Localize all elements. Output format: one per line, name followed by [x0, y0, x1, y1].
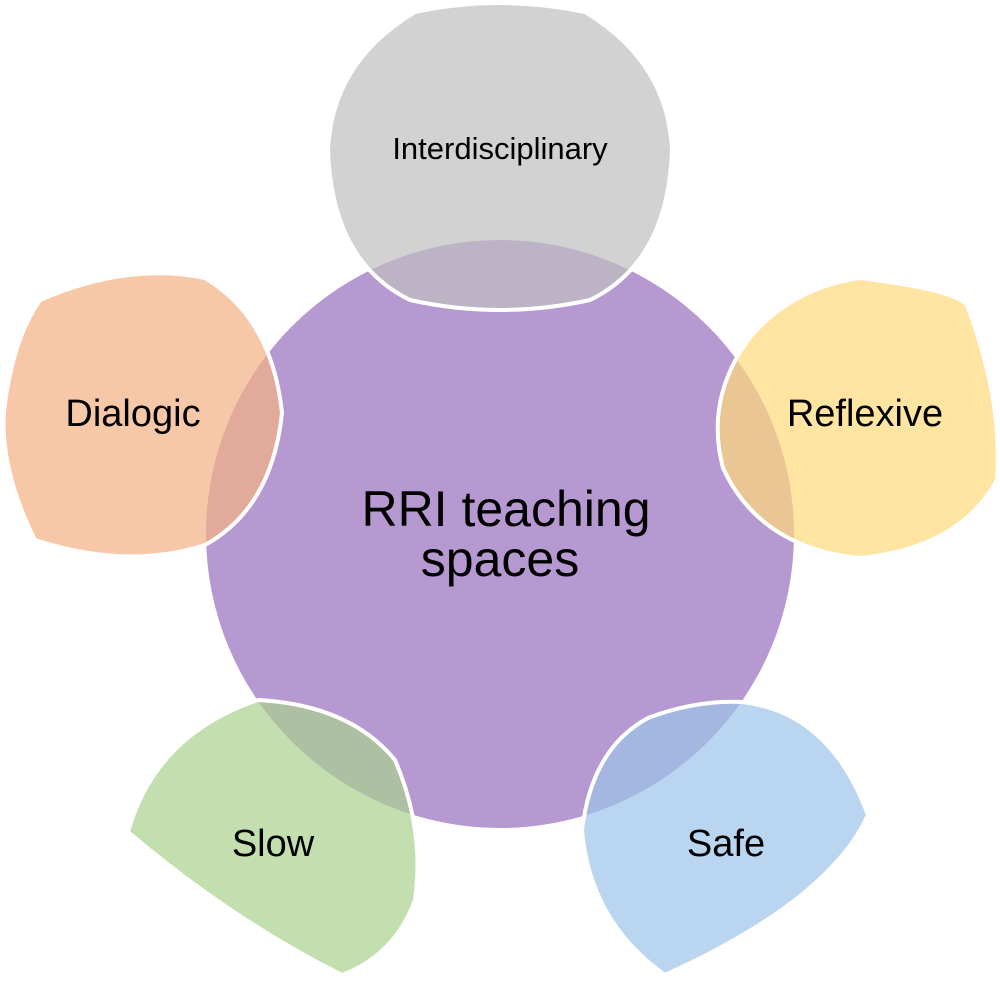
satellite-label-dialogic: Dialogic — [65, 393, 200, 435]
satellite-shape-safe — [579, 699, 871, 978]
satellite-label-safe: Safe — [687, 823, 765, 865]
center-circle — [206, 240, 794, 828]
satellite-shape-interdisciplinary — [325, 1, 675, 312]
satellite-shape-slow — [125, 697, 420, 978]
satellite-label-reflexive: Reflexive — [787, 393, 943, 435]
satellite-label-interdisciplinary: Interdisciplinary — [392, 131, 608, 166]
satellite-label-slow: Slow — [232, 823, 315, 865]
satellite-shape-dialogic — [1, 271, 285, 559]
satellite-shape-reflexive — [715, 275, 1000, 561]
center-label-line-2: spaces — [421, 531, 579, 587]
center-label-line-1: RRI teaching — [361, 481, 650, 537]
